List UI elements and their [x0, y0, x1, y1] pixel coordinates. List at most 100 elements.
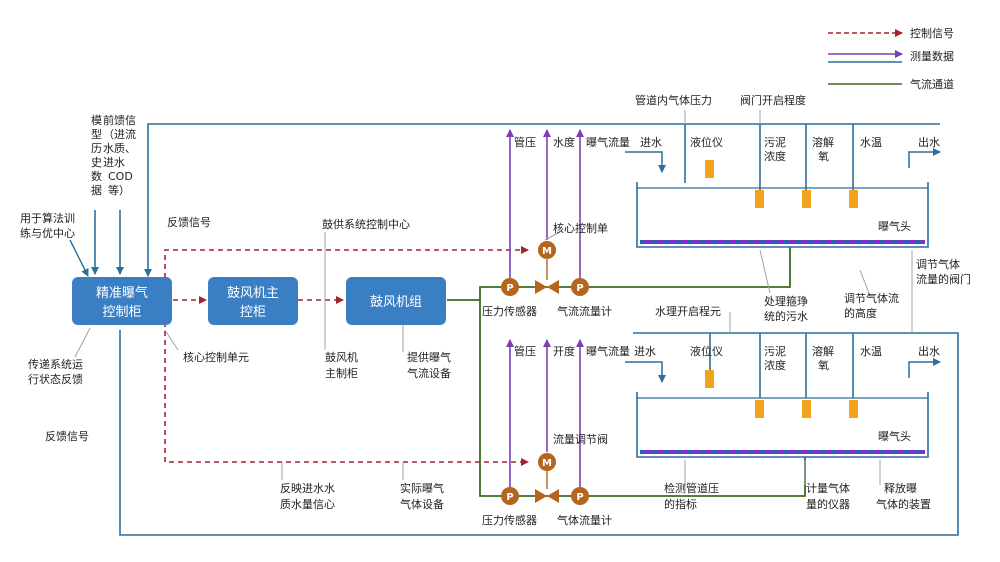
precise-aeration-cabinet[interactable]: 精准曝气 控制柜 [72, 277, 172, 325]
lower-do-label-2: 氧 [818, 358, 829, 372]
release-note-1: 释放曝 [884, 481, 917, 495]
upper-sludge-label-1: 污泥 [764, 136, 786, 149]
svg-text:水质、: 水质、 [103, 142, 136, 155]
upper-valve-icon[interactable] [535, 280, 559, 294]
svg-text:史: 史 [91, 156, 102, 169]
svg-text:传递系统运: 传递系统运 [28, 357, 83, 371]
release-note-2: 气体的装置 [876, 497, 931, 511]
upper-pressure-sensor-icon[interactable] [501, 278, 519, 296]
adjust-valve-note-2: 流量的阀门 [916, 272, 971, 286]
upper-water-level-label: 水度 [553, 135, 575, 149]
upper-sludge-sensor [755, 190, 764, 208]
airflow-lines [447, 247, 806, 497]
svg-text:气流设备: 气流设备 [407, 366, 451, 380]
upper-inlet-label: 进水 [640, 136, 662, 149]
upper-diffuser-label: 曝气头 [878, 219, 911, 233]
lower-pressure-sensor-label: 压力传感器 [482, 514, 537, 527]
upper-temp-sensor [849, 190, 858, 208]
svg-text:数: 数 [91, 170, 102, 183]
control-lines [164, 246, 529, 466]
leader-lines [164, 110, 913, 485]
svg-text:据: 据 [91, 183, 102, 197]
svg-text:主制柜: 主制柜 [325, 367, 358, 380]
upper-flow-meter-label: 气流流量计 [557, 304, 612, 318]
controller-boxes: 精准曝气 控制柜 鼓风机主 控柜 鼓风机组 [72, 277, 446, 325]
pipe-air-pressure-label: 管道内气体压力 [635, 93, 712, 107]
feedback-signal-lower-label: 反馈信号 [45, 430, 89, 443]
upper-do-label-2: 氧 [818, 149, 829, 163]
algo-train-label: 用于算法训 练与优中心 [20, 211, 75, 240]
transmit-state-label: 传递系统运 行状态反馈 [28, 357, 83, 386]
svg-text:气体设备: 气体设备 [400, 497, 444, 511]
valve-opening-label: 阀门开启程度 [740, 93, 806, 107]
legend: 控制信号 测量数据 气流通道 [828, 26, 954, 91]
feedforward-label: 前馈信 （进流 水质、 进水 COD 等） [103, 113, 136, 197]
svg-text:历: 历 [91, 142, 102, 155]
svg-text:用于算法训: 用于算法训 [20, 211, 75, 225]
control-center-label: 鼓供系统控制中心 [322, 217, 410, 231]
reflect-inlet-note: 反映进水水 质水量信心 [280, 482, 335, 511]
metering-note-2: 量的仪器 [806, 497, 850, 511]
upper-motor-symbol: M [542, 246, 552, 257]
lower-do-label-1: 溶解 [812, 344, 834, 358]
upper-do-sensor [802, 190, 811, 208]
legend-control-label: 控制信号 [910, 26, 954, 40]
blower-group-label: 鼓风机组 [370, 295, 422, 310]
svg-text:（进流: （进流 [103, 127, 136, 141]
lower-tank [625, 358, 941, 458]
lower-flow-meter-label: 气体流量计 [557, 513, 612, 527]
precise-cabinet-label-1: 精准曝气 [96, 285, 148, 301]
upper-do-label-1: 溶解 [812, 135, 834, 149]
svg-text:质水量信心: 质水量信心 [280, 498, 335, 511]
upper-flow-meter-icon[interactable] [571, 278, 589, 296]
lower-diffuser-label: 曝气头 [878, 429, 911, 443]
lower-flow-symbol: P [576, 492, 583, 503]
lower-flow-meter-icon[interactable] [571, 487, 589, 505]
feedback-signal-label: 反馈信号 [167, 216, 211, 229]
blower-main-cabinet[interactable]: 鼓风机主 控柜 [208, 277, 298, 325]
metering-note-1: 计量气体 [806, 481, 850, 495]
upper-motor-icon[interactable] [538, 241, 556, 259]
svg-text:实际曝气: 实际曝气 [400, 481, 444, 495]
sewage-note-1: 处理箍琤 [764, 294, 808, 308]
detect-pressure-note-2: 的指标 [664, 497, 697, 511]
upper-sludge-label-2: 浓度 [764, 149, 786, 163]
lower-inlet-label: 进水 [634, 345, 656, 358]
upper-aeration-flow-label: 曝气流量 [586, 135, 630, 149]
lower-temp-sensor [849, 400, 858, 418]
lower-do-sensor [802, 400, 811, 418]
legend-measure-label: 测量数据 [910, 49, 954, 63]
svg-text:前馈信: 前馈信 [103, 113, 136, 127]
upper-pressure-symbol: P [506, 283, 513, 294]
core-unit-label: 核心控制单元 [183, 350, 249, 364]
upper-outlet-label: 出水 [918, 135, 940, 149]
lower-sludge-label-1: 污泥 [764, 345, 786, 358]
upper-level-sensor [705, 160, 714, 178]
blower-group[interactable]: 鼓风机组 [346, 277, 446, 325]
upper-core-control-label: 核心控制单 [553, 221, 608, 235]
adjust-height-note-1: 调节气体流 [844, 291, 899, 305]
blower-main-label-1: 鼓风机主 [227, 286, 279, 301]
lower-sludge-sensor [755, 400, 764, 418]
lower-pressure-sensor-icon[interactable] [501, 487, 519, 505]
lower-valve-icon[interactable] [535, 489, 559, 503]
upper-temp-label: 水温 [860, 136, 882, 149]
lower-motor-icon[interactable] [538, 453, 556, 471]
svg-text:鼓风机: 鼓风机 [325, 350, 358, 364]
lower-pipe-pressure-label: 管压 [514, 344, 536, 358]
lower-motor-symbol: M [542, 458, 552, 469]
lower-pressure-symbol: P [506, 492, 513, 503]
lower-outlet-label: 出水 [918, 344, 940, 358]
blower-main-label-2: 控柜 [240, 305, 266, 320]
provide-air-note: 提供曝气 气流设备 [407, 350, 451, 380]
upper-tank [625, 148, 941, 248]
legend-airflow-label: 气流通道 [910, 77, 954, 91]
svg-text:等）: 等） [108, 183, 130, 197]
sewage-note-2: 统的污水 [764, 309, 808, 323]
blower-main-cabinet-note: 鼓风机 主制柜 [325, 350, 358, 380]
lower-sludge-label-2: 浓度 [764, 358, 786, 372]
svg-text:进水: 进水 [103, 156, 125, 169]
lower-level-meter-label: 液位仪 [690, 344, 723, 358]
lower-temp-label: 水温 [860, 345, 882, 358]
detect-pressure-note-1: 检测管道压 [664, 481, 719, 495]
